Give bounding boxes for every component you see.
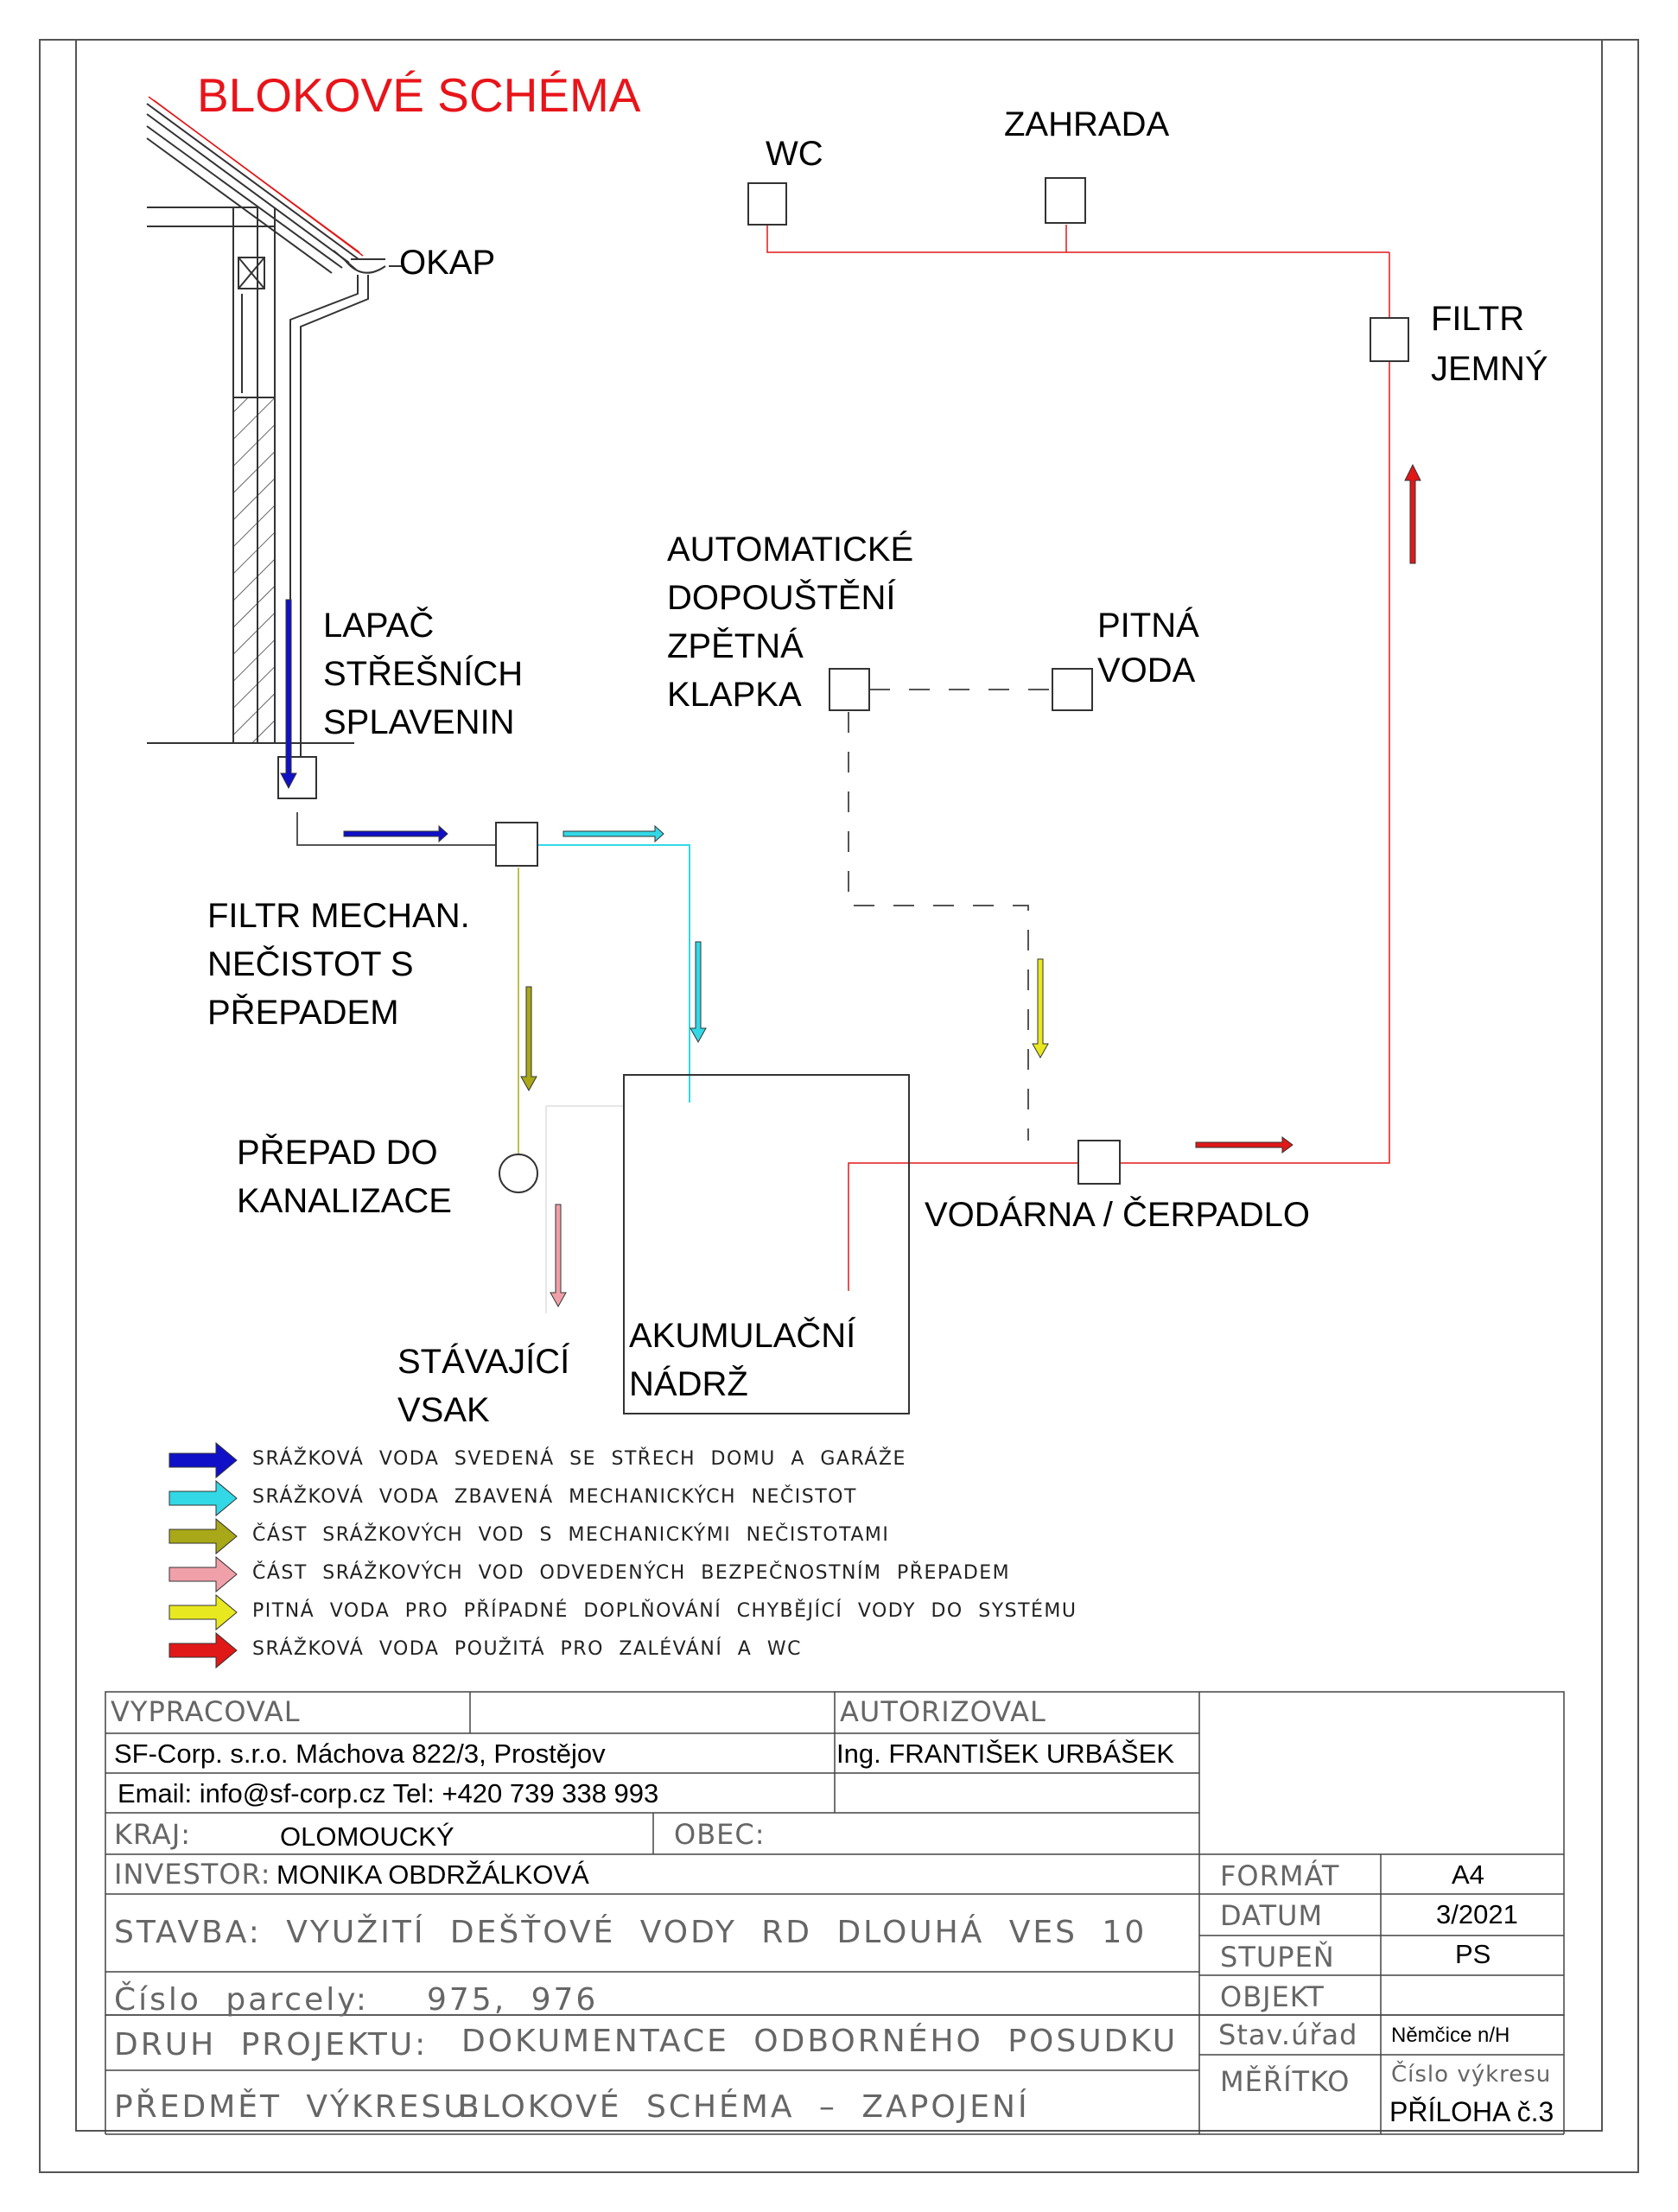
arrow-blue-down [280,599,297,790]
tb-stupen-label: STUPEŇ [1220,1941,1335,1974]
pitna-voda-box [1052,668,1093,711]
roof [146,96,364,274]
arrow-red-right [1195,1136,1293,1154]
legend-text-5: PITNÁ VODA PRO PŘÍPADNÉ DOPLŇOVÁNÍ CHYBĚ… [252,1600,1077,1622]
tb-investor-label: INVESTOR: [114,1858,271,1891]
legend-text-6: SRÁŽKOVÁ VODA POUŽITÁ PRO ZALÉVÁNÍ A WC [252,1638,802,1660]
zpetna-klapka-box [829,668,870,711]
house-wall [147,207,354,744]
arrow-pink-down [550,1204,567,1308]
filtr-jemny-box [1370,317,1409,362]
label-stavajici-vsak: STÁVAJÍCÍ VSAK [397,1343,570,1429]
arrow-yellow-down [1032,958,1049,1059]
downpipe [289,275,369,757]
legend-arrow-4 [168,1555,238,1593]
tb-stavba: STAVBA: VYUŽITÍ DEŠŤOVÉ VODY RD DLOUHÁ V… [114,1915,1147,1950]
tb-contact: Email: info@sf-corp.cz Tel: +420 739 338… [118,1778,659,1808]
legend-text-2: SRÁŽKOVÁ VODA ZBAVENÁ MECHANICKÝCH NEČIS… [252,1486,857,1508]
tb-vypracoval-label: VYPRACOVAL [111,1695,301,1728]
diagram-title: BLOKOVÉ SCHÉMA [197,68,641,122]
legend-arrows [168,1441,238,1669]
flow-arrows [280,463,1421,1308]
arrow-olive-down [520,986,537,1092]
legend-text-3: ČÁST SRÁŽKOVÝCH VOD S MECHANICKÝMI NEČIS… [252,1524,890,1546]
tb-kraj-value: OLOMOUCKÝ [280,1821,454,1852]
zahrada-box [1045,177,1086,224]
pipe-red-top [766,225,1389,253]
tb-company: SF-Corp. s.r.o. Máchova 822/3, Prostějov [114,1738,606,1769]
tb-druh-value: DOKUMENTACE ODBORNÉHO POSUDKU [461,2024,1179,2059]
tb-parcela-value: 975, 976 [427,1982,599,2018]
tb-meritko-label: MĚŘÍTKO [1220,2065,1351,2098]
gutter-icon [345,258,403,274]
component-boxes [277,177,1409,1414]
legend-text-1: SRÁŽKOVÁ VODA SVEDENÁ SE STŘECH DOMU A G… [252,1448,906,1470]
legend-arrow-5 [168,1593,238,1631]
label-akumulacni-nadrz: AKUMULAČNÍ NÁDRŽ [629,1317,856,1403]
label-wc: WC [766,135,823,173]
wc-box [747,182,787,226]
tb-cislo-vykresu-value: PŘÍLOHA č.3 [1389,2096,1554,2127]
pipe-lapac-to-filter [296,812,496,846]
cerpadlo-box [1077,1140,1121,1185]
tb-parcela-label: Číslo parcely: [114,1982,370,2018]
arrow-cyan-down [690,941,707,1044]
label-okap: OKAP [399,244,496,282]
inner-frame [75,39,1603,2132]
tb-stav-urad-value: Němčice n/H [1391,2024,1510,2047]
legend-arrow-2 [168,1479,238,1517]
kanalizace-circle [499,1154,538,1193]
filtr-mechan-box [495,822,538,867]
legend-text-4: ČÁST SRÁŽKOVÝCH VOD ODVEDENÝCH BEZPEČNOS… [252,1562,1011,1584]
tb-stupen-value: PS [1455,1939,1491,1969]
label-vodarna: VODÁRNA / ČERPADLO [925,1196,1311,1234]
tb-authorizer: Ing. FRANTIŠEK URBÁŠEK [836,1738,1175,1769]
legend-arrow-3 [168,1517,238,1555]
label-prepad: PŘEPAD DO KANALIZACE [237,1134,452,1220]
tb-cislo-vykresu-label: Číslo výkresu [1391,2062,1552,2088]
tb-obec-label: OBEC: [674,1818,766,1851]
label-filtr-jemny: FILTR JEMNÝ [1431,300,1548,388]
tb-investor-value: MONIKA OBDRŽÁLKOVÁ [276,1859,589,1890]
arrow-blue-right [343,824,448,843]
label-pitna-voda: PITNÁ VODA [1097,607,1199,690]
tb-druh-label: DRUH PROJEKTU: [114,2027,429,2063]
tb-predmet-label: PŘEDMĚT VÝKRESU: [114,2089,482,2125]
legend-arrow-6 [168,1631,238,1669]
tb-format-value: A4 [1452,1859,1484,1890]
tb-objekt-label: OBJEKT [1220,1980,1325,2013]
arrow-red-up [1404,463,1421,564]
tb-predmet-value: BLOKOVÉ SCHÉMA – ZAPOJENÍ [458,2089,1030,2125]
tb-kraj-label: KRAJ: [114,1818,192,1851]
title-block-grid [105,1691,1565,2135]
tb-format-label: FORMÁT [1220,1859,1340,1892]
pipe-filter-to-tank [537,844,690,1103]
pipe-red-supply [848,1162,1078,1291]
arrow-cyan-right [563,824,664,843]
pipe-potable-dashed [848,689,1052,1141]
label-automaticke: AUTOMATICKÉ DOPOUŠTĚNÍ ZPĚTNÁ KLAPKA [667,531,914,714]
tb-datum-value: 3/2021 [1436,1899,1518,1929]
legend-arrow-1 [168,1441,238,1479]
lapac-box [277,756,317,799]
tb-stav-urad-label: Stav.úřad [1218,2018,1358,2051]
label-zahrada: ZAHRADA [1004,105,1170,143]
pipe-red-main [1120,361,1390,1164]
akumulacni-nadrz-box [623,1074,910,1414]
label-lapac: LAPAČ STŘEŠNÍCH SPLAVENIN [323,607,524,741]
tb-autorizoval-label: AUTORIZOVAL [840,1695,1046,1728]
tb-datum-label: DATUM [1220,1899,1324,1932]
label-filtr-mechan: FILTR MECHAN. NEČISTOT S PŘEPADEM [207,897,470,1032]
